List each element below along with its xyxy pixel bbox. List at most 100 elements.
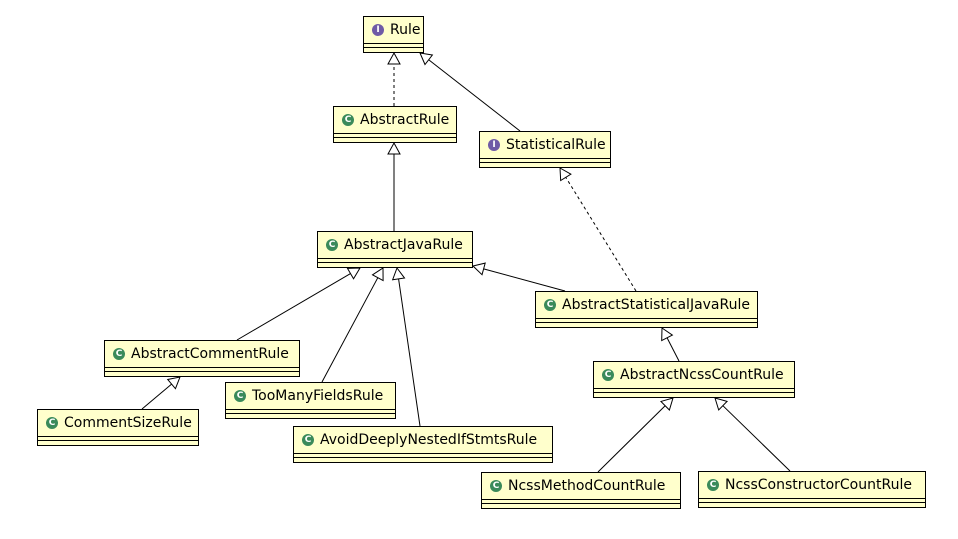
hollow-triangle-arrowhead-icon — [419, 52, 434, 66]
attributes-compartment — [699, 498, 925, 502]
class-header: C AbstractNcssCountRule — [594, 362, 794, 388]
class-name: AbstractNcssCountRule — [620, 367, 784, 383]
edge-generalization-abstract-java-rule-to-abstract-rule — [387, 141, 401, 231]
class-name: AvoidDeeplyNestedIfStmtsRule — [320, 432, 538, 448]
operations-compartment — [318, 262, 472, 265]
hollow-triangle-arrowhead-icon — [471, 262, 486, 276]
class-box-abstract-statistical-java-rule[interactable]: C AbstractStatisticalJavaRule — [535, 291, 758, 328]
edge-generalization-statistical-rule-to-rule — [419, 52, 521, 132]
edge-realization-abstract-statistical-java-rule-to-statistical-rule — [559, 167, 637, 292]
class-name: AbstractJavaRule — [344, 237, 463, 253]
edge-generalization-comment-size-rule-to-abstract-comment-rule — [141, 376, 181, 410]
attributes-compartment — [294, 453, 552, 457]
operations-compartment — [105, 371, 299, 374]
class-icon: C — [234, 390, 246, 402]
class-header: C CommentSizeRule — [38, 410, 198, 436]
edge-generalization-avoid-deeply-nested-if-stmts-rule-to-abstract-java-rule — [391, 266, 421, 427]
operations-compartment — [594, 392, 794, 395]
hollow-triangle-arrowhead-icon — [166, 376, 181, 390]
hollow-triangle-arrowhead-icon — [371, 267, 384, 282]
class-box-ncss-constructor-count-rule[interactable]: C NcssConstructorCountRule — [698, 471, 926, 508]
edge-line — [666, 337, 680, 362]
edge-line — [565, 177, 637, 292]
class-header: C NcssConstructorCountRule — [699, 472, 925, 498]
hollow-triangle-arrowhead-icon — [391, 266, 406, 281]
edge-generalization-abstract-ncss-count-rule-to-abstract-statistical-java-rule — [661, 327, 680, 362]
operations-compartment — [482, 503, 680, 506]
interface-icon: I — [488, 139, 500, 151]
attributes-compartment — [364, 43, 423, 47]
operations-compartment — [334, 137, 456, 140]
interface-icon: I — [372, 24, 384, 36]
class-box-abstract-ncss-count-rule[interactable]: C AbstractNcssCountRule — [593, 361, 795, 398]
class-box-statistical-rule[interactable]: I StatisticalRule — [479, 131, 611, 168]
operations-compartment — [480, 162, 610, 165]
attributes-compartment — [318, 258, 472, 262]
edge-generalization-abstract-statistical-java-rule-to-abstract-java-rule — [471, 262, 566, 292]
class-icon: C — [490, 480, 502, 492]
class-box-comment-size-rule[interactable]: C CommentSizeRule — [37, 409, 199, 446]
hollow-triangle-arrowhead-icon — [346, 267, 361, 280]
class-icon: C — [46, 417, 58, 429]
class-name: Rule — [390, 22, 421, 38]
edge-generalization-abstract-comment-rule-to-abstract-java-rule — [236, 267, 361, 341]
class-icon: C — [544, 299, 556, 311]
attributes-compartment — [334, 133, 456, 137]
hollow-triangle-arrowhead-icon — [387, 51, 401, 65]
class-icon: C — [342, 114, 354, 126]
class-icon: C — [113, 348, 125, 360]
edge-generalization-too-many-fields-rule-to-abstract-java-rule — [321, 267, 384, 383]
edge-line — [722, 405, 791, 472]
operations-compartment — [38, 440, 198, 443]
class-box-abstract-comment-rule[interactable]: C AbstractCommentRule — [104, 340, 300, 377]
operations-compartment — [364, 47, 423, 50]
hollow-triangle-arrowhead-icon — [661, 327, 674, 342]
class-icon: C — [602, 369, 614, 381]
class-icon: C — [326, 239, 338, 251]
edge-line — [236, 273, 351, 341]
attributes-compartment — [105, 367, 299, 371]
class-name: TooManyFieldsRule — [252, 388, 384, 404]
attributes-compartment — [536, 318, 757, 322]
edge-line — [321, 277, 379, 383]
class-header: C AbstractJavaRule — [318, 232, 472, 258]
class-name: AbstractStatisticalJavaRule — [562, 297, 750, 313]
class-header: C AvoidDeeplyNestedIfStmtsRule — [294, 427, 552, 453]
edge-line — [483, 268, 566, 292]
class-box-avoid-deeply-nested-if-stmts-rule[interactable]: C AvoidDeeplyNestedIfStmtsRule — [293, 426, 553, 463]
edge-line — [428, 59, 521, 132]
attributes-compartment — [226, 409, 395, 413]
hollow-triangle-arrowhead-icon — [559, 167, 572, 182]
class-name: AbstractCommentRule — [131, 346, 289, 362]
operations-compartment — [294, 457, 552, 460]
edge-generalization-ncss-method-count-rule-to-abstract-ncss-count-rule — [597, 397, 674, 473]
attributes-compartment — [594, 388, 794, 392]
class-box-rule[interactable]: I Rule — [363, 16, 424, 53]
class-box-abstract-java-rule[interactable]: C AbstractJavaRule — [317, 231, 473, 268]
edge-line — [141, 383, 172, 410]
operations-compartment — [536, 322, 757, 325]
class-name: CommentSizeRule — [64, 415, 192, 431]
class-header: C TooManyFieldsRule — [226, 383, 395, 409]
class-header: C AbstractCommentRule — [105, 341, 299, 367]
class-header: C AbstractStatisticalJavaRule — [536, 292, 757, 318]
edge-line — [398, 278, 421, 427]
class-box-too-many-fields-rule[interactable]: C TooManyFieldsRule — [225, 382, 396, 419]
class-header: I Rule — [364, 17, 423, 43]
hollow-triangle-arrowhead-icon — [714, 397, 729, 411]
edge-generalization-ncss-constructor-count-rule-to-abstract-ncss-count-rule — [714, 397, 791, 472]
attributes-compartment — [482, 499, 680, 503]
attributes-compartment — [480, 158, 610, 162]
class-header: I StatisticalRule — [480, 132, 610, 158]
class-name: StatisticalRule — [506, 137, 606, 153]
class-icon: C — [302, 434, 314, 446]
class-icon: C — [707, 479, 719, 491]
class-name: NcssConstructorCountRule — [725, 477, 912, 493]
operations-compartment — [699, 502, 925, 505]
edge-line — [597, 405, 666, 473]
hollow-triangle-arrowhead-icon — [387, 141, 401, 155]
